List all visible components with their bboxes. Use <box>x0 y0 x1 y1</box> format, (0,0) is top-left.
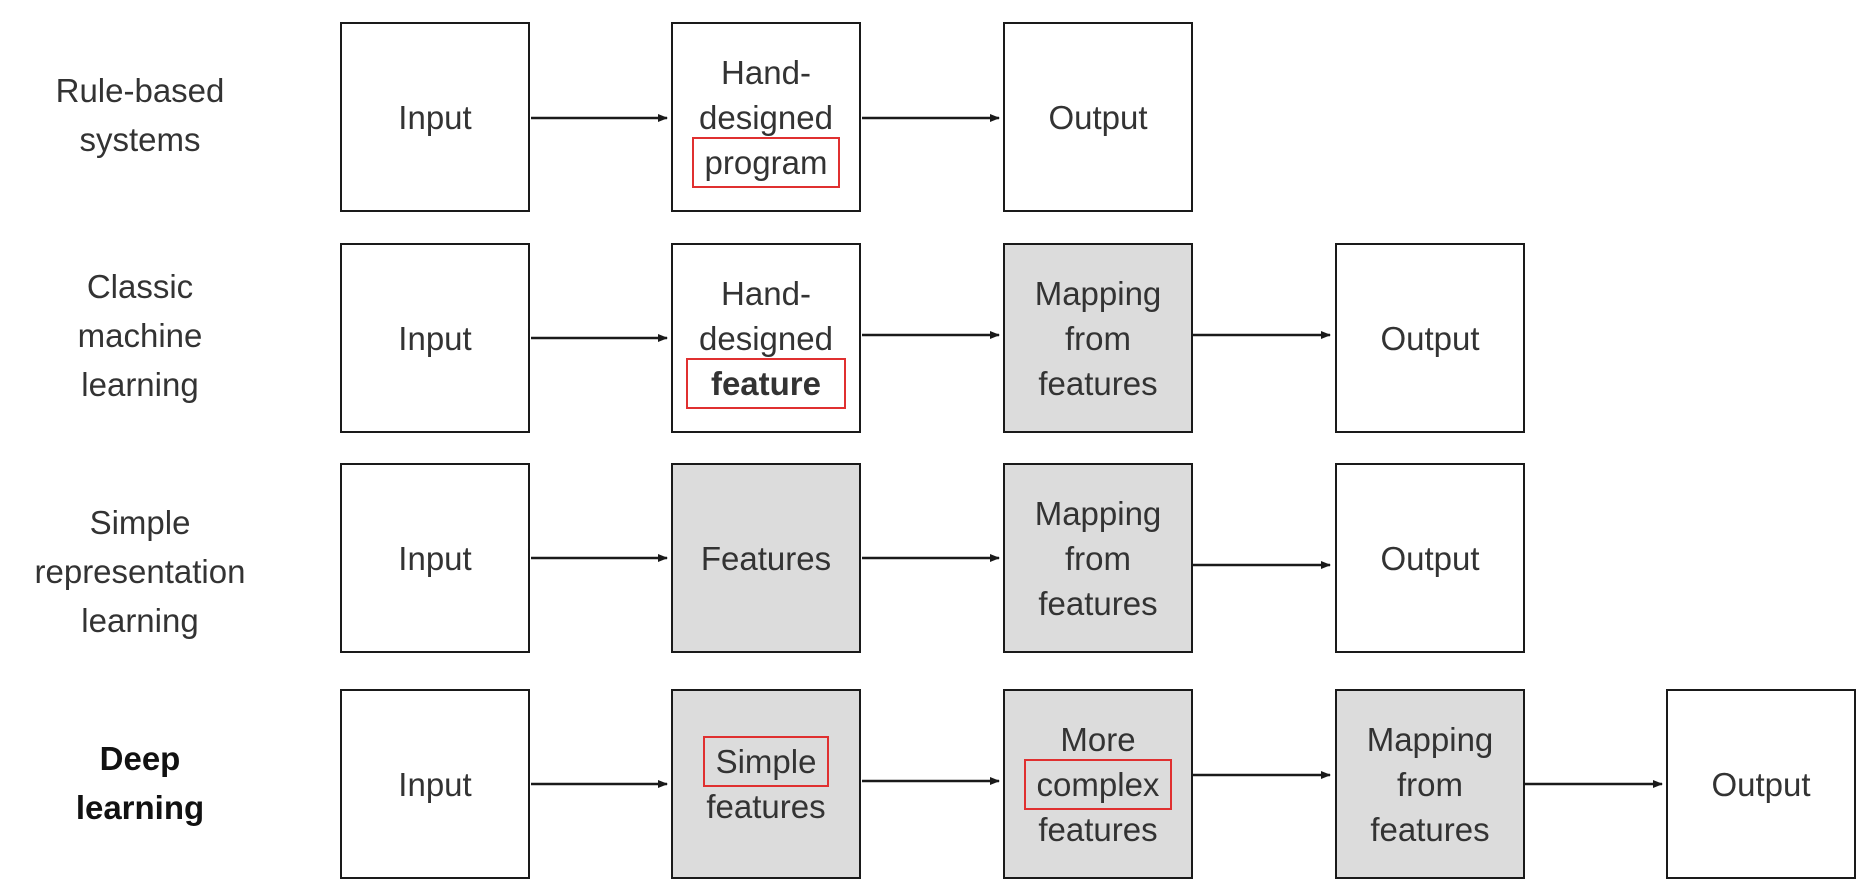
box-mapping-from-features: Mapping from features <box>1003 243 1193 433</box>
box-text: Output <box>1711 765 1811 803</box>
box-text: Mapping <box>1034 494 1162 532</box>
box-text: Mapping <box>1034 274 1162 312</box>
box-text: features <box>1370 810 1490 848</box>
box-text: Input <box>398 765 472 803</box>
row-label-deep-learning: Deep learning <box>0 734 280 832</box>
box-text: features <box>1038 810 1158 848</box>
row-label-classic-ml: Classic machine learning <box>0 262 280 409</box>
row-label-simple-representation: Simple representation learning <box>0 498 280 645</box>
box-text: designed <box>699 319 833 357</box>
box-text: designed <box>699 98 833 136</box>
row-label-line: learning <box>81 602 199 639</box>
box-input: Input <box>340 689 530 879</box>
box-input: Input <box>340 22 530 212</box>
box-text: Input <box>398 319 472 357</box>
box-output: Output <box>1666 689 1856 879</box>
highlighted-word: program <box>691 136 841 188</box>
row-label-line: learning <box>81 366 199 403</box>
row-label-line: Simple <box>89 504 191 541</box>
box-output: Output <box>1335 243 1525 433</box>
box-output: Output <box>1003 22 1193 212</box>
row-label-line: learning <box>75 789 205 826</box>
box-text: Hand- <box>721 274 811 312</box>
box-text: features <box>1038 364 1158 402</box>
box-text: More <box>1060 720 1136 758</box>
box-mapping-from-features: Mapping from features <box>1003 463 1193 653</box>
highlighted-word: complex <box>1023 758 1173 810</box>
row-label-line: Classic <box>86 268 194 305</box>
box-input: Input <box>340 243 530 433</box>
row-label-line: systems <box>79 121 201 158</box>
box-text: Input <box>398 539 472 577</box>
box-text: Hand- <box>721 53 811 91</box>
box-text: from <box>1065 319 1131 357</box>
box-hand-designed-feature: Hand- designed feature <box>671 243 861 433</box>
box-features: Features <box>671 463 861 653</box>
highlighted-word: feature <box>685 357 847 409</box>
box-text: Input <box>398 98 472 136</box>
row-label-rule-based: Rule-based systems <box>0 66 280 164</box>
row-label-line: representation <box>34 553 246 590</box>
box-text: Output <box>1380 319 1480 357</box>
box-mapping-from-features: Mapping from features <box>1335 689 1525 879</box>
box-text: features <box>1038 584 1158 622</box>
row-label-line: machine <box>77 317 203 354</box>
box-text: Output <box>1048 98 1148 136</box>
box-text: from <box>1397 765 1463 803</box>
box-text: features <box>706 788 826 825</box>
box-input: Input <box>340 463 530 653</box>
box-output: Output <box>1335 463 1525 653</box>
box-text: Output <box>1380 539 1480 577</box>
box-simple-features: Simple features <box>671 689 861 879</box>
highlighted-word: Simple <box>702 736 830 787</box>
row-label-line: Rule-based <box>55 72 225 109</box>
box-text: from <box>1065 539 1131 577</box>
box-text: Mapping <box>1366 720 1494 758</box>
box-more-complex-features: More complex features <box>1003 689 1193 879</box>
box-text: Features <box>700 539 832 577</box>
row-label-line: Deep <box>99 740 181 777</box>
box-hand-designed-program: Hand- designed program <box>671 22 861 212</box>
